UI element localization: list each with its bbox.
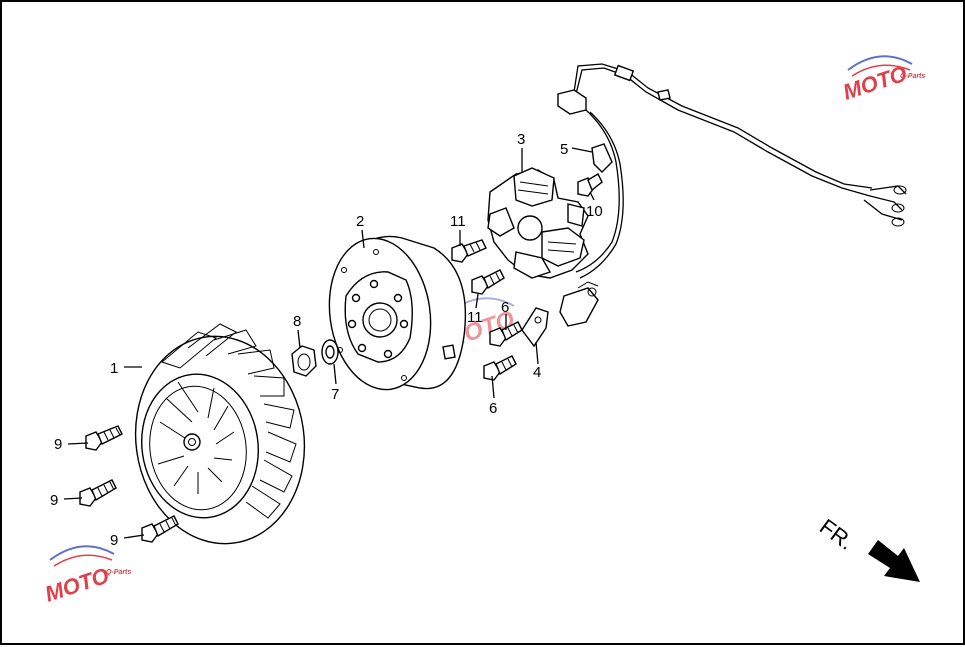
bolt-9b — [79, 479, 117, 507]
watermark-bl-text: MOTO — [42, 563, 112, 607]
bolt-11b — [471, 269, 505, 295]
leader-lines — [63, 147, 595, 539]
stator — [487, 167, 589, 279]
nut — [291, 345, 317, 377]
callout-4: 4 — [533, 364, 541, 381]
callout-10: 10 — [586, 203, 603, 220]
callout-6b: 6 — [489, 400, 497, 417]
watermark-top-right: MOTO Q-Parts — [840, 55, 925, 105]
callout-5: 5 — [560, 141, 568, 158]
flywheel-rotor — [328, 235, 467, 391]
callout-1: 1 — [110, 360, 118, 377]
watermark-bottom-left: MOTO Q-Parts — [42, 545, 131, 607]
bolt-11a — [451, 239, 487, 263]
callout-11a: 11 — [450, 213, 466, 230]
callout-11b: 11 — [467, 309, 483, 326]
callout-7: 7 — [331, 386, 339, 403]
wiring-harness — [557, 63, 907, 279]
bolt-10 — [577, 173, 603, 197]
clamp-5 — [591, 143, 613, 173]
callout-9c: 9 — [110, 532, 118, 549]
callout-3: 3 — [517, 131, 525, 148]
callout-2: 2 — [356, 213, 364, 230]
bolt-9a — [85, 425, 123, 451]
watermark-bl-subtext: Q-Parts — [106, 569, 131, 576]
clamp-4 — [521, 307, 549, 348]
pulser-coil — [559, 281, 599, 327]
callout-9a: 9 — [54, 436, 62, 453]
watermark-subtext: Q-Parts — [900, 73, 925, 80]
washer — [321, 339, 339, 365]
callout-8: 8 — [293, 313, 301, 330]
front-direction-arrow-icon — [868, 540, 920, 582]
front-direction-label: FR. — [815, 514, 858, 555]
cooling-fan — [134, 323, 306, 545]
bolt-6a — [489, 321, 523, 347]
callout-9b: 9 — [50, 492, 58, 509]
bolt-9c — [141, 515, 179, 543]
bolt-6b — [483, 355, 517, 381]
callout-6a: 6 — [501, 299, 509, 316]
